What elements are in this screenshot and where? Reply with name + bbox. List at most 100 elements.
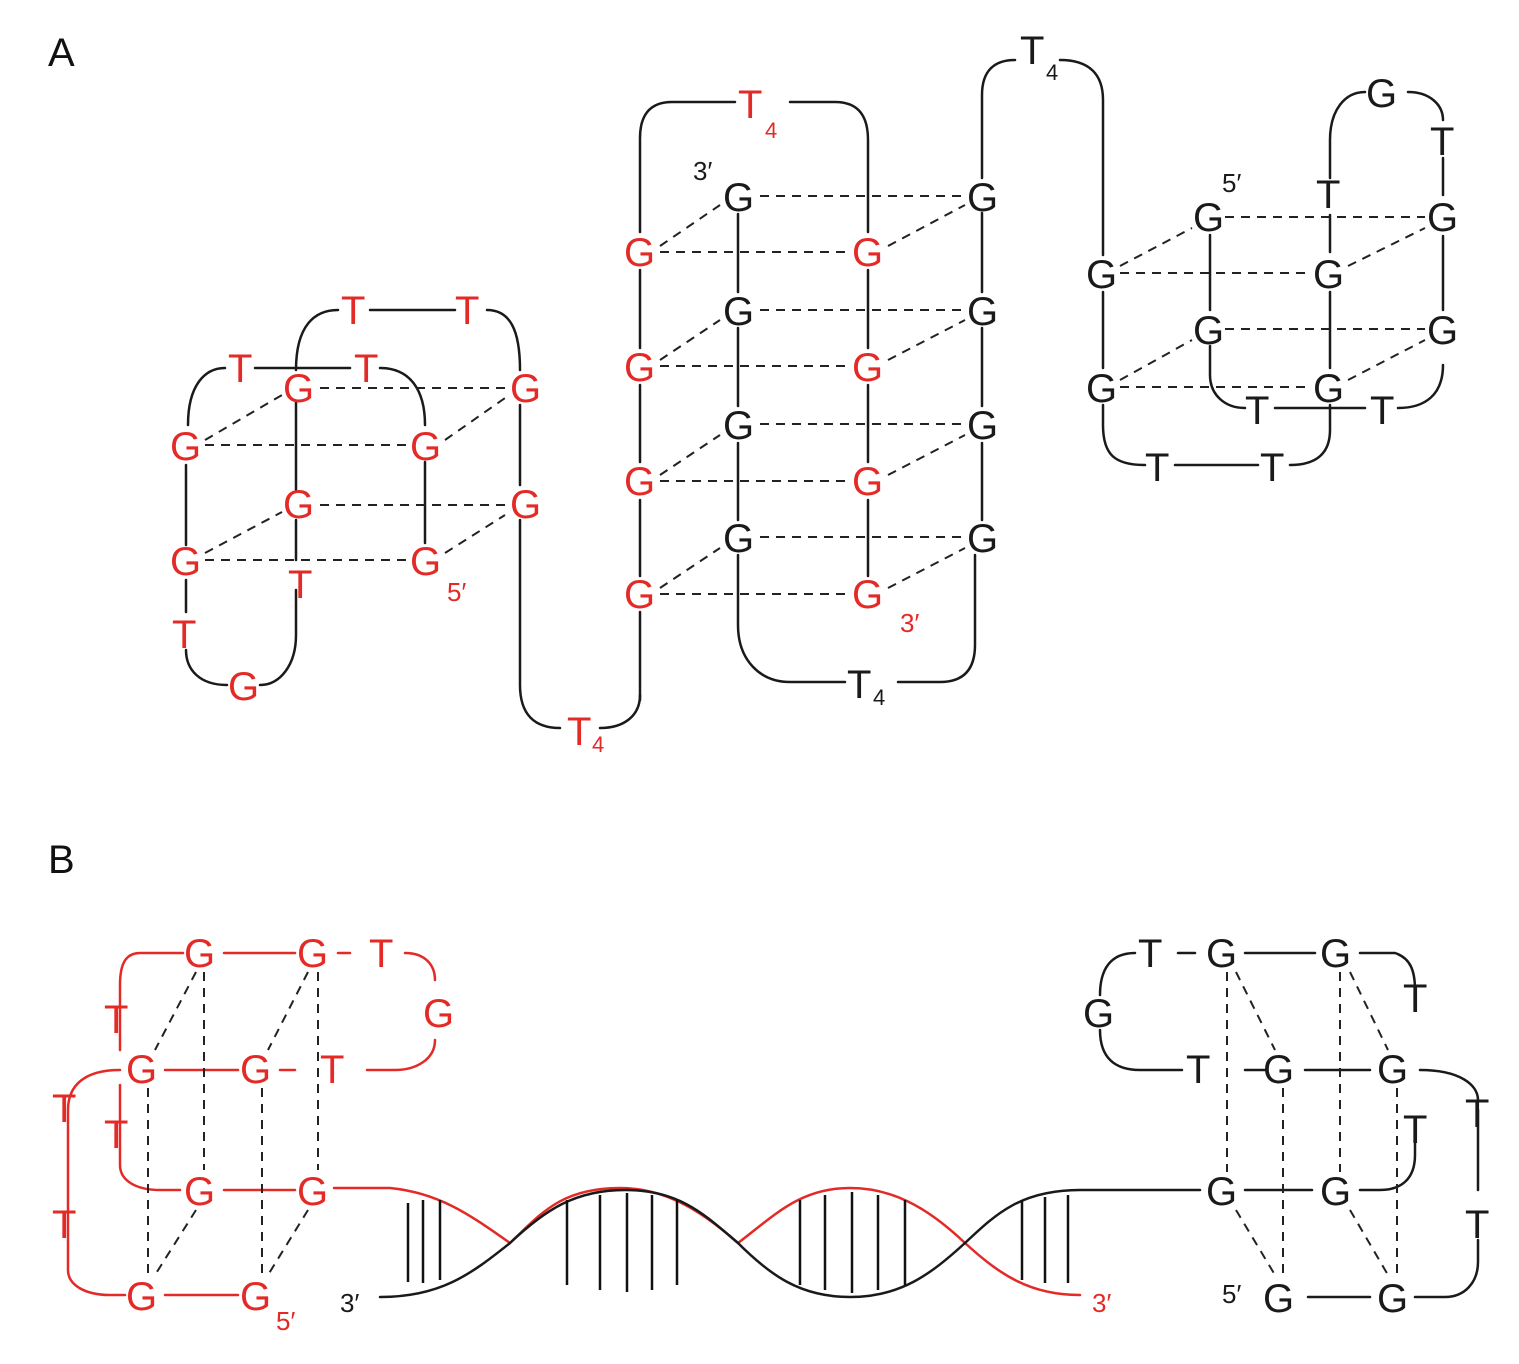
nt-T: T: [1370, 389, 1394, 433]
nt-T: T: [172, 613, 196, 657]
nt-G: G: [283, 483, 314, 527]
nt-G: G: [184, 932, 215, 976]
nt-G: G: [170, 540, 201, 584]
a-right-quadruplex-tetrads: [1119, 216, 1426, 388]
nt-T4: T: [567, 710, 591, 754]
nt-G: G: [240, 1275, 271, 1319]
nt-G: G: [423, 992, 454, 1036]
nt-G: G: [1193, 309, 1224, 353]
nt-G: G: [624, 460, 655, 504]
nt-T: T: [1145, 446, 1169, 490]
nt-G: G: [297, 932, 328, 976]
nt-G: G: [1193, 196, 1224, 240]
a-left-quadruplex-nucleotides: T T T T G G G G G G G T G T G T: [170, 289, 591, 754]
a-left-quadruplex-tetrads: [204, 387, 506, 561]
nt-T: T: [1465, 1092, 1489, 1136]
nt-G: G: [723, 176, 754, 220]
b-right-quadruplex-backbone: [1098, 951, 1480, 1299]
nt-T: T: [341, 289, 365, 333]
nt-G: G: [410, 425, 441, 469]
nt-G: G: [1263, 1048, 1294, 1092]
nt-G: G: [510, 483, 541, 527]
nt-T4: T: [738, 83, 762, 127]
nt-G: G: [1427, 196, 1458, 240]
nt-T: T: [1430, 120, 1454, 164]
nt-G: G: [1313, 253, 1344, 297]
nt-G: G: [624, 231, 655, 275]
five-prime-label: 5′: [1222, 1279, 1241, 1309]
nt-G: G: [126, 1275, 157, 1319]
b-right-quadruplex-nucleotides: T G G T G T G G T T G G T G G: [1083, 932, 1489, 1321]
b-left-quadruplex-tetrads: [147, 971, 319, 1276]
nt-T: T: [52, 1087, 76, 1131]
nt-G: G: [624, 346, 655, 390]
nt-G: G: [510, 367, 541, 411]
nt-T4: T: [847, 663, 871, 707]
subscript-4: 4: [1046, 60, 1058, 85]
nt-G: G: [1377, 1048, 1408, 1092]
a-right-quadruplex-nucleotides: G T T G G G G G G G G T T T T: [1086, 72, 1458, 490]
nt-T4: T: [1020, 29, 1044, 73]
three-prime-label: 3′: [1092, 1288, 1111, 1318]
nt-G: G: [1263, 1277, 1294, 1321]
b-duplex-black-strand: [378, 1188, 1202, 1299]
nt-G: G: [1083, 992, 1114, 1036]
nt-T: T: [52, 1203, 76, 1247]
nt-T: T: [1316, 173, 1340, 217]
nt-G: G: [624, 573, 655, 617]
nt-T: T: [104, 1113, 128, 1157]
three-prime-label: 3′: [693, 156, 712, 186]
nt-G: G: [723, 517, 754, 561]
nt-G: G: [126, 1048, 157, 1092]
b-right-quadruplex-tetrads: [1226, 971, 1398, 1280]
a-middle-quadruplex-nucleotides-black: G G G G G G G G T T: [723, 29, 1044, 707]
subscript-4: 4: [765, 118, 777, 143]
a-middle-quadruplex-backbone: [638, 58, 1105, 702]
nt-T: T: [1465, 1203, 1489, 1247]
nt-G: G: [1377, 1277, 1408, 1321]
nt-T: T: [1186, 1048, 1210, 1092]
nt-G: G: [1320, 1170, 1351, 1214]
nt-G: G: [184, 1170, 215, 1214]
nt-G: G: [1366, 72, 1397, 116]
nt-G: G: [283, 367, 314, 411]
three-prime-label: 3′: [340, 1288, 359, 1318]
nt-G: G: [1086, 367, 1117, 411]
nt-G: G: [1206, 1170, 1237, 1214]
nt-T: T: [228, 347, 252, 391]
nt-G: G: [1427, 309, 1458, 353]
nt-T: T: [1403, 1108, 1427, 1152]
nt-T: T: [288, 563, 312, 607]
panel-label-b: B: [48, 838, 75, 882]
nt-G: G: [852, 460, 883, 504]
five-prime-label: 5′: [447, 577, 466, 607]
nt-G: G: [967, 176, 998, 220]
a-middle-quadruplex-nucleotides-red: T G G G G G G G G: [624, 83, 883, 617]
panel-label-a: A: [48, 31, 75, 75]
nt-T: T: [320, 1048, 344, 1092]
nt-G: G: [297, 1170, 328, 1214]
nt-G: G: [228, 665, 259, 709]
three-prime-label: 3′: [900, 608, 919, 638]
subscript-4: 4: [873, 685, 885, 710]
nt-G: G: [1206, 932, 1237, 976]
b-duplex-base-pairs: [406, 1192, 1070, 1293]
a-middle-quadruplex-tetrads: [659, 195, 966, 595]
nt-G: G: [410, 540, 441, 584]
nt-T: T: [1138, 932, 1162, 976]
five-prime-label: 5′: [276, 1306, 295, 1336]
nt-G: G: [967, 404, 998, 448]
a-left-quadruplex-backbone: [184, 308, 642, 730]
subscript-4: 4: [592, 732, 604, 757]
nt-G: G: [723, 290, 754, 334]
nt-G: G: [852, 346, 883, 390]
nt-T: T: [104, 998, 128, 1042]
nt-T: T: [1403, 977, 1427, 1021]
nt-T: T: [369, 932, 393, 976]
nt-G: G: [170, 425, 201, 469]
nt-G: G: [967, 517, 998, 561]
nt-G: G: [723, 404, 754, 448]
five-prime-label: 5′: [1222, 168, 1241, 198]
b-left-quadruplex-nucleotides: G G T G T G G T T T G G T G G: [52, 932, 454, 1319]
